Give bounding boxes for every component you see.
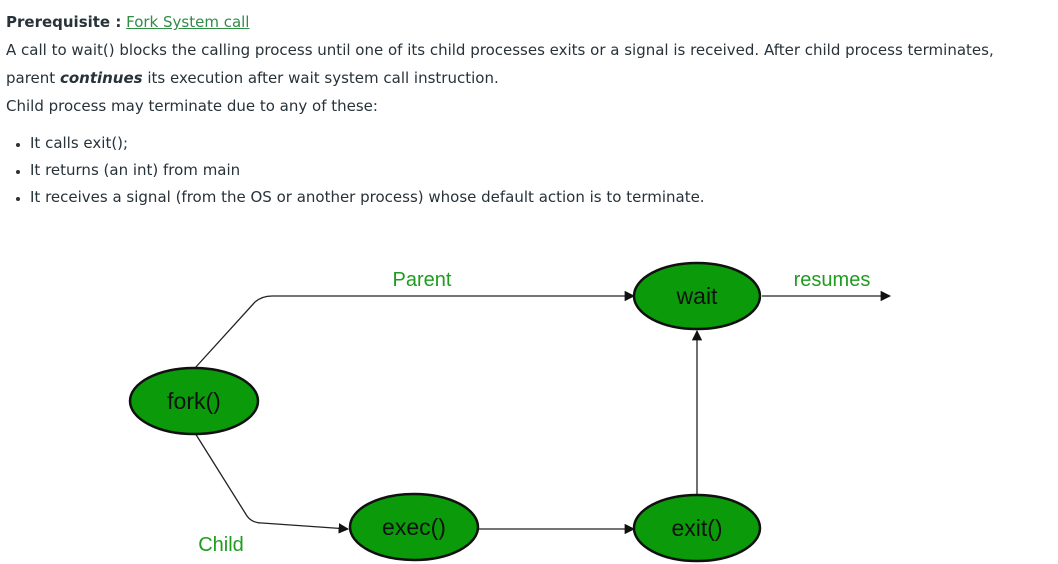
child-termination-intro: Child process may terminate due to any o… [6,97,378,115]
node-wait: wait [632,261,762,331]
edge-fork-to-exec [194,432,350,534]
article-body: Prerequisite : Fork System call A call t… [6,8,1046,211]
node-fork: fork() [128,366,260,436]
node-exit: exit() [632,493,762,563]
intro-text-tail: its execution after wait system call ins… [142,69,499,87]
list-item: It receives a signal (from the OS or ano… [30,184,1046,211]
edge-label-parent: Parent [393,269,452,291]
node-wait-label: wait [676,283,719,309]
intro-text: A call to wait() blocks the calling proc… [6,41,994,87]
prerequisite-line: Prerequisite : Fork System call [6,8,1046,36]
fork-system-call-link[interactable]: Fork System call [126,13,250,31]
intro-emphasis: continues [59,69,143,87]
node-exec: exec() [348,492,480,562]
intro-paragraph: A call to wait() blocks the calling proc… [6,36,1046,92]
wait-system-call-diagram: fork() wait exec() exit() Parent resumes… [128,261,892,563]
edge-fork-to-parent [194,290,636,369]
prerequisite-label: Prerequisite : [6,13,122,31]
edge-label-child: Child [198,534,244,556]
termination-reasons-list: It calls exit(); It returns (an int) fro… [6,130,1046,211]
edge-label-resumes: resumes [794,269,871,291]
list-item: It calls exit(); [30,130,1046,157]
node-exec-label: exec() [382,514,446,540]
node-exit-label: exit() [671,515,722,541]
list-item: It returns (an int) from main [30,157,1046,184]
node-fork-label: fork() [167,388,221,414]
